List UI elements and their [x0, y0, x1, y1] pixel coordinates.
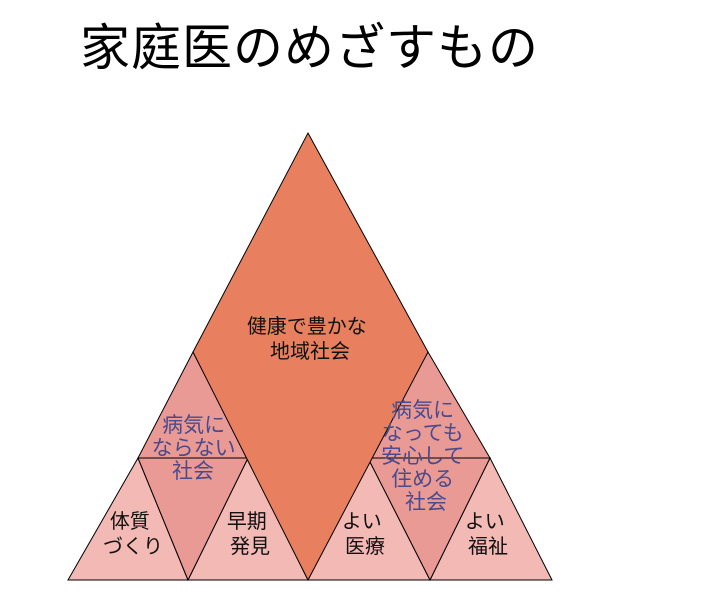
page-title: 家庭医のめざすもの [80, 19, 539, 77]
bottom-1-label: 体質 づくり [103, 509, 163, 558]
bottom-4-label: よい 福祉 [465, 509, 511, 558]
mid-right-label: 病気に なっても 安心して 住める 社会 [381, 398, 471, 514]
top-label: 健康で豊かな 地域社会 [247, 314, 373, 363]
mid-left-label: 病気に ならない 社会 [152, 413, 243, 483]
bottom-2-label: 早期 発見 [227, 509, 273, 558]
top-diamond [192, 131, 429, 582]
bottom-3-label: よい 医療 [342, 509, 388, 558]
